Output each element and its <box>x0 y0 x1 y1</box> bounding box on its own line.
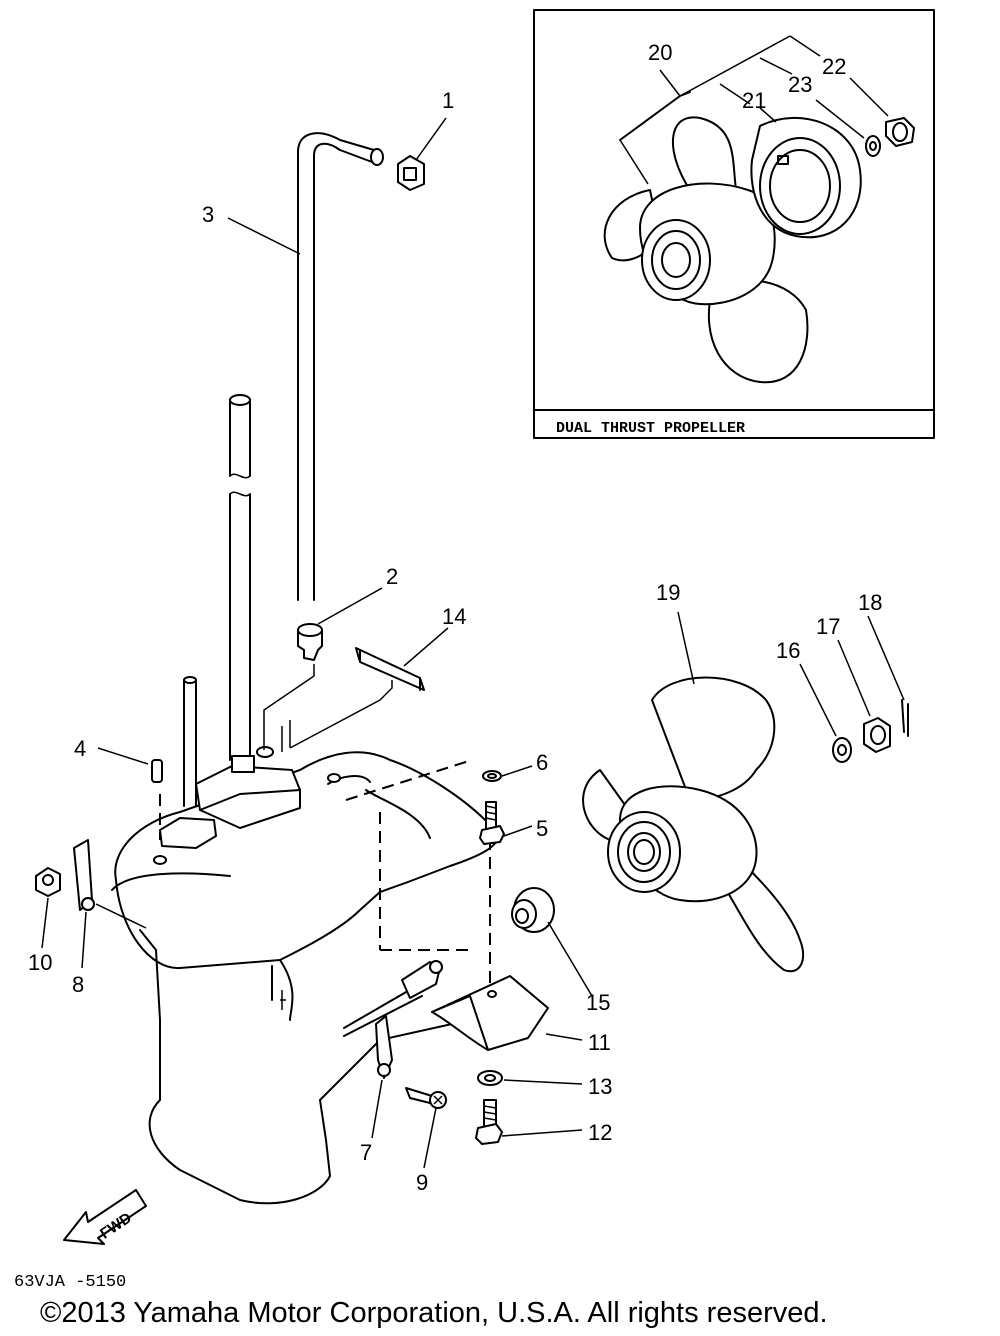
inset-propeller-drawing <box>603 35 915 384</box>
main-propeller <box>582 676 805 973</box>
assembly-guide-lines <box>95 664 491 990</box>
nut-10 <box>35 867 61 897</box>
svg-text:16: 16 <box>776 638 800 663</box>
svg-text:22: 22 <box>822 54 846 79</box>
svg-text:3: 3 <box>202 202 214 227</box>
svg-text:7: 7 <box>360 1140 372 1165</box>
callout-15: 15 <box>586 990 610 1015</box>
svg-text:4: 4 <box>74 736 86 761</box>
inset-callout-23: 23 <box>788 72 812 97</box>
inset-callout-21: 21 <box>742 88 766 113</box>
bolt-5 <box>479 801 505 845</box>
callout-10: 10 <box>28 950 52 975</box>
callout-16: 16 <box>776 638 800 663</box>
propeller-shaft <box>343 960 443 1037</box>
callout-6: 6 <box>536 750 548 775</box>
svg-text:17: 17 <box>816 614 840 639</box>
inset-callout-22: 22 <box>822 54 846 79</box>
svg-text:21: 21 <box>742 88 766 113</box>
svg-text:2: 2 <box>386 564 398 589</box>
cotter-pin <box>901 699 909 737</box>
nut-17 <box>863 717 891 753</box>
shift-rod <box>183 676 197 807</box>
inset-caption: DUAL THRUST PROPELLER <box>556 420 745 437</box>
callout-1: 1 <box>442 88 454 113</box>
washer-16 <box>832 737 852 763</box>
svg-text:18: 18 <box>858 590 882 615</box>
callout-19: 19 <box>656 580 680 605</box>
washer-13 <box>477 1070 503 1086</box>
plug-strip <box>375 1015 393 1079</box>
leader-lines <box>41 117 905 1169</box>
trim-tab-anode <box>431 975 549 1051</box>
svg-text:23: 23 <box>788 72 812 97</box>
screw-9 <box>405 1087 447 1109</box>
callout-9: 9 <box>416 1170 428 1195</box>
svg-text:15: 15 <box>586 990 610 1015</box>
dowel-pin <box>151 759 163 783</box>
callout-5: 5 <box>536 816 548 841</box>
callout-4: 4 <box>74 736 86 761</box>
svg-text:13: 13 <box>588 1074 612 1099</box>
svg-text:11: 11 <box>588 1030 611 1055</box>
callout-17: 17 <box>816 614 840 639</box>
svg-text:1: 1 <box>442 88 454 113</box>
grommet-part <box>397 155 425 191</box>
callout-8: 8 <box>72 972 84 997</box>
callout-7: 7 <box>360 1140 372 1165</box>
svg-text:14: 14 <box>442 604 466 629</box>
drawing-code: 63VJA -5150 <box>14 1273 126 1292</box>
svg-text:12: 12 <box>588 1120 612 1145</box>
callout-11: 11 <box>588 1030 611 1055</box>
washer-6 <box>482 770 502 782</box>
copyright-notice: ©2013 Yamaha Motor Corporation, U.S.A. A… <box>40 1297 828 1329</box>
water-hose <box>297 132 384 601</box>
forward-arrow-icon: FWD <box>63 1189 147 1245</box>
callout-12: 12 <box>588 1120 612 1145</box>
oil-seal <box>511 887 555 933</box>
bracket-8 <box>73 839 95 911</box>
lower-unit-housing <box>111 746 500 1205</box>
inset-panel: DUAL THRUST PROPELLER <box>533 9 935 439</box>
drive-shaft <box>229 394 251 761</box>
svg-text:19: 19 <box>656 580 680 605</box>
callout-2: 2 <box>386 564 398 589</box>
hose-fitting <box>297 623 323 661</box>
callout-18: 18 <box>858 590 882 615</box>
callout-13: 13 <box>588 1074 612 1099</box>
inset-callout-20: 20 <box>648 40 672 65</box>
bolt-12 <box>475 1099 503 1145</box>
svg-text:8: 8 <box>72 972 84 997</box>
svg-text:20: 20 <box>648 40 672 65</box>
callout-3: 3 <box>202 202 214 227</box>
callout-14: 14 <box>442 604 466 629</box>
svg-text:5: 5 <box>536 816 548 841</box>
bracket-part <box>355 647 425 691</box>
svg-text:9: 9 <box>416 1170 428 1195</box>
svg-text:10: 10 <box>28 950 52 975</box>
svg-text:6: 6 <box>536 750 548 775</box>
